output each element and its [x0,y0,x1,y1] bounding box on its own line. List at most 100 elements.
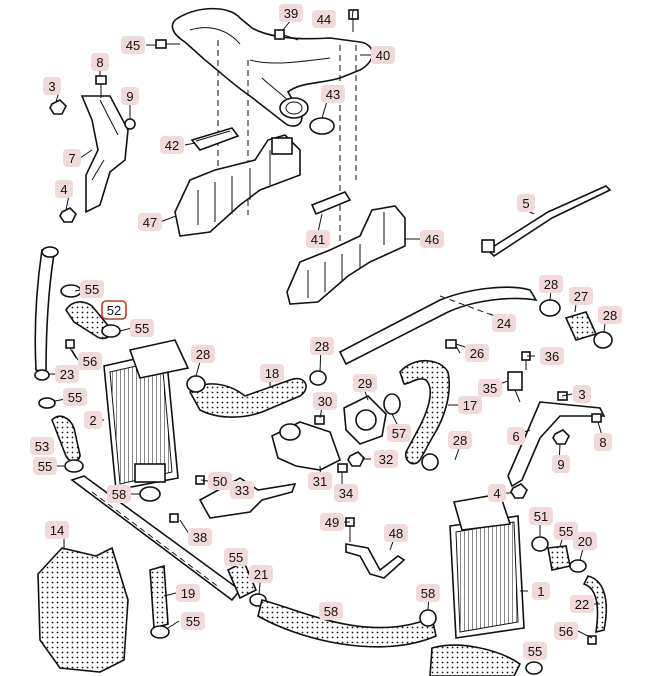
callout-38[interactable]: 38 [188,528,212,546]
callout-56[interactable]: 56 [78,352,102,370]
bracket-48[interactable] [345,543,406,579]
callout-17[interactable]: 17 [458,396,482,414]
callout-55[interactable]: 55 [523,642,547,660]
clamp-28-c[interactable] [539,299,561,317]
callout-6[interactable]: 6 [507,427,525,445]
pipe-31[interactable] [271,421,341,471]
callout-34[interactable]: 34 [334,484,358,502]
callout-50[interactable]: 50 [208,472,232,490]
bolt-32[interactable] [347,451,365,467]
callout-3[interactable]: 3 [43,77,61,95]
callout-58[interactable]: 58 [416,584,440,602]
callout-4[interactable]: 4 [55,180,73,198]
callout-49[interactable]: 49 [320,513,344,531]
callout-55[interactable]: 55 [181,612,205,630]
callout-9[interactable]: 9 [121,87,139,105]
callout-53[interactable]: 53 [30,437,54,455]
nut-3[interactable] [49,99,67,115]
hose-18[interactable] [188,377,307,418]
callout-55[interactable]: 55 [224,548,248,566]
callout-28[interactable]: 28 [598,306,622,324]
callout-52[interactable]: 52 [101,300,127,320]
callout-55[interactable]: 55 [130,319,154,337]
callout-43[interactable]: 43 [321,85,345,103]
bolt-38[interactable] [169,513,179,523]
callout-8[interactable]: 8 [91,53,109,71]
callout-28[interactable]: 28 [310,337,334,355]
intake-manifold-upper[interactable] [171,7,374,127]
pipe-23[interactable] [34,246,59,381]
bolt-8-right[interactable] [591,413,602,423]
callout-8[interactable]: 8 [594,433,612,451]
callout-26[interactable]: 26 [465,344,489,362]
callout-19[interactable]: 19 [176,584,200,602]
callout-36[interactable]: 36 [540,347,564,365]
bolt-44[interactable] [348,9,359,32]
clamp-28-e[interactable] [421,453,439,471]
nut-4-right[interactable] [510,483,528,499]
clamp-55-h[interactable] [525,661,543,675]
callout-20[interactable]: 20 [573,532,597,550]
hose-27[interactable] [564,311,598,341]
clip-9[interactable] [124,118,136,130]
callout-39[interactable]: 39 [279,4,303,22]
bolt-34[interactable] [337,463,348,486]
callout-58[interactable]: 58 [319,602,343,620]
callout-55[interactable]: 55 [80,280,104,298]
clamp-28-a[interactable] [186,375,206,393]
callout-28[interactable]: 28 [191,345,215,363]
callout-41[interactable]: 41 [306,230,330,248]
callout-2[interactable]: 2 [84,411,102,429]
callout-42[interactable]: 42 [160,136,184,154]
screw-36[interactable] [521,351,531,370]
callout-55[interactable]: 55 [63,388,87,406]
callout-31[interactable]: 31 [308,472,332,490]
nut-9-right[interactable] [552,429,570,445]
clamp-28-b[interactable] [309,370,327,386]
clamp-55-b[interactable] [101,324,121,338]
air-guide-14[interactable] [37,546,129,673]
callout-28[interactable]: 28 [448,431,472,449]
callout-51[interactable]: 51 [529,507,553,525]
callout-32[interactable]: 32 [374,450,398,468]
hose-22[interactable] [582,575,608,634]
callout-47[interactable]: 47 [138,213,162,231]
hose-17[interactable] [399,359,451,465]
clamp-58-c[interactable] [531,536,549,552]
callout-5[interactable]: 5 [517,194,535,212]
callout-40[interactable]: 40 [371,46,395,64]
throttle-body[interactable] [343,393,401,445]
callout-24[interactable]: 24 [492,314,516,332]
intake-manifold-lower-right[interactable] [286,205,406,305]
callout-55[interactable]: 55 [554,522,578,540]
callout-58[interactable]: 58 [107,485,131,503]
intercooler-right[interactable] [449,493,525,639]
callout-4[interactable]: 4 [488,484,506,502]
callout-3[interactable]: 3 [573,385,591,403]
clamp-55-g[interactable] [569,559,587,573]
bolt-45[interactable] [155,39,180,49]
cable-tie-5[interactable] [481,185,612,258]
intercooler-left[interactable] [103,339,190,491]
hose-19[interactable] [257,599,437,648]
o-ring-57[interactable] [383,393,401,415]
clamp-55-f[interactable] [150,625,170,639]
gasket-41[interactable] [310,191,352,216]
callout-55[interactable]: 55 [33,457,57,475]
callout-45[interactable]: 45 [121,36,145,54]
callout-22[interactable]: 22 [570,595,594,613]
callout-56[interactable]: 56 [554,622,578,640]
callout-48[interactable]: 48 [384,524,408,542]
nut-4[interactable] [59,207,77,223]
callout-57[interactable]: 57 [387,424,411,442]
callout-21[interactable]: 21 [249,565,273,583]
bolt-30[interactable] [314,415,325,425]
callout-7[interactable]: 7 [63,149,81,167]
callout-18[interactable]: 18 [260,364,284,382]
screw-56-a[interactable] [65,339,77,359]
clamp-58-a[interactable] [139,486,161,502]
clamp-28-d[interactable] [593,331,613,349]
callout-33[interactable]: 33 [230,481,254,499]
bracket-7[interactable] [80,95,129,214]
hose-53[interactable] [51,415,81,462]
